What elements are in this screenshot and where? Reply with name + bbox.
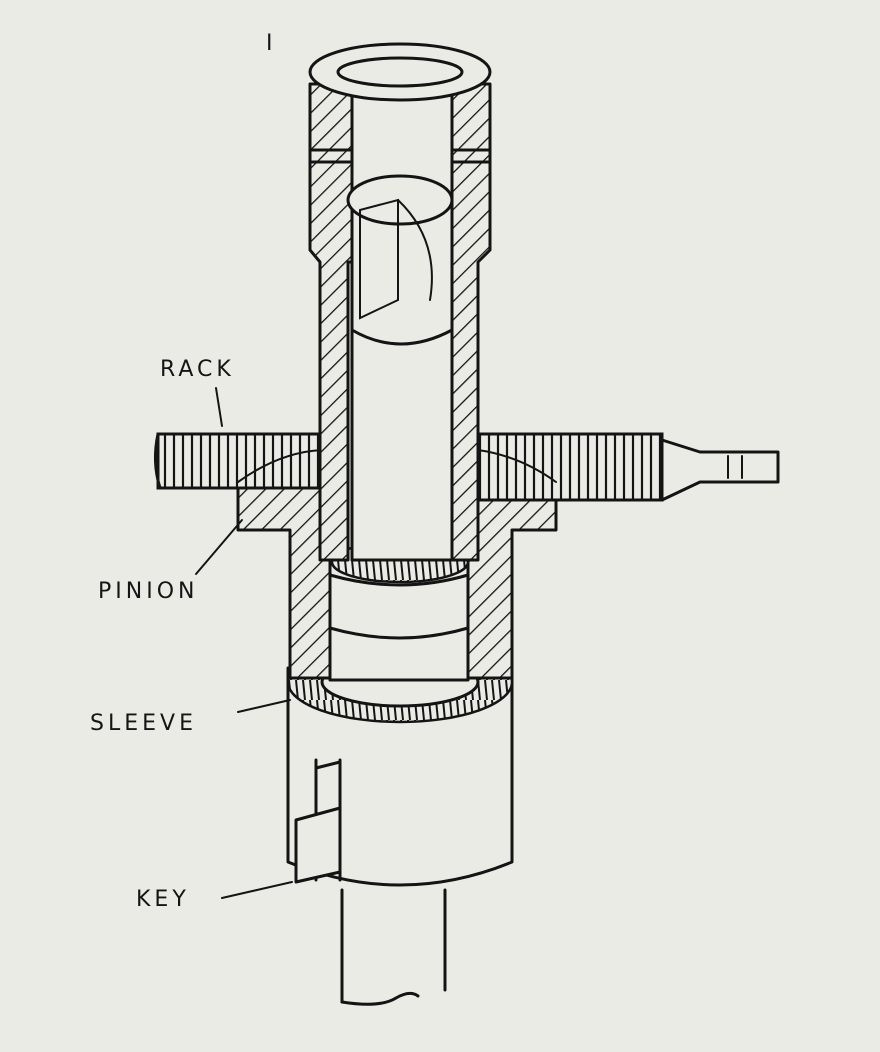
central-tube <box>308 42 492 562</box>
leader-lines <box>195 387 293 899</box>
lower-shaft <box>340 888 447 1006</box>
page-mark: I <box>266 31 277 56</box>
label-sleeve: SLEEVE <box>90 711 197 736</box>
pinion-leader <box>195 519 243 575</box>
rack-leader <box>215 387 223 427</box>
label-pinion: PINION <box>98 579 198 604</box>
key-leader <box>221 881 293 899</box>
label-rack: RACK <box>160 357 235 382</box>
key-part <box>294 760 342 884</box>
label-key: KEY <box>136 887 190 912</box>
rack-bar <box>153 432 780 502</box>
sleeve-leader <box>237 699 291 713</box>
